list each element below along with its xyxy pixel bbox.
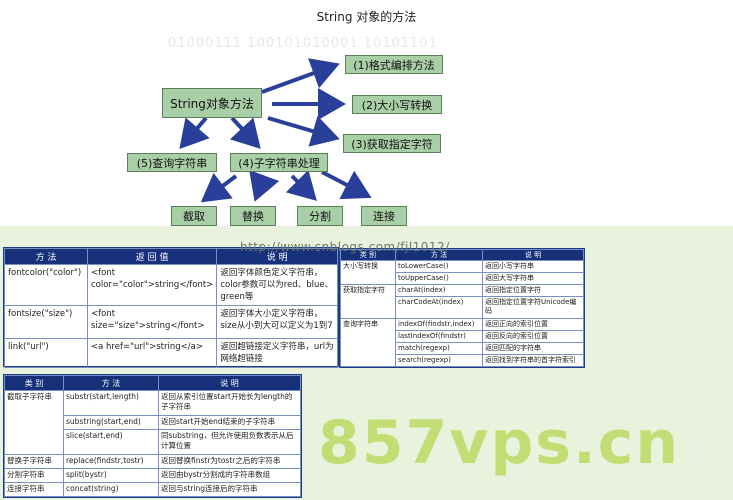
cell-desc: 返回与string连接后的字符串 bbox=[158, 481, 301, 498]
table-row: charCodeAt(index) 返回指定位置字符Unicode编码 bbox=[341, 296, 584, 319]
cell-desc: 返回正向的索引位置 bbox=[482, 317, 584, 331]
cell-category: 获取指定字符 bbox=[340, 284, 396, 319]
col-header: 说 明 bbox=[216, 248, 338, 265]
col-header: 返 回 值 bbox=[86, 248, 218, 265]
root-node: String对象方法 bbox=[162, 88, 262, 118]
cell-desc: 返回字体大小定义字符串，size从小到大可以定义为1到7 bbox=[216, 305, 338, 339]
cell-category: 连接字符串 bbox=[4, 481, 64, 498]
table-row: fontsize("size") <font size="size">strin… bbox=[4, 305, 338, 339]
col-header: 方 法 bbox=[63, 375, 159, 391]
table-row: match(regexp) 返回匹配的字符串 bbox=[341, 341, 584, 355]
cell-desc: 返回字体颜色定义字符串，color参数可以为red、blue、green等 bbox=[216, 264, 338, 306]
cell-method: link("url") bbox=[4, 338, 88, 368]
table-row: 分割字符串 split(bystr) 返回由bystr分割成的字符串数组 bbox=[4, 467, 301, 483]
table-row: fontcolor("color") <font color="color">s… bbox=[4, 264, 338, 306]
cell-method: substr(start,length) bbox=[63, 390, 159, 416]
cell-return: <a href="url">string</a> bbox=[86, 338, 218, 368]
cell-desc: 返回替换finstr为tostr之后的字符串 bbox=[158, 453, 301, 469]
col-header: 说 明 bbox=[482, 249, 584, 261]
cell-return: <font size="size">string</font> bbox=[86, 305, 218, 339]
cell-return: <font color="color">string</font> bbox=[86, 264, 218, 306]
table-row: 查询字符串 indexOf(findstr,index) 返回正向的索引位置 bbox=[340, 317, 584, 368]
cell-category: 替换子字符串 bbox=[4, 453, 64, 469]
cell-desc: 返回小写字符串 bbox=[482, 259, 584, 274]
cell-method: concat(string) bbox=[63, 481, 159, 498]
col-header: 方 法 bbox=[4, 248, 88, 265]
cell-desc: 返回从索引位置start开始长为length的子字符串 bbox=[158, 390, 301, 416]
node-format: (1)格式编排方法 bbox=[345, 55, 443, 74]
table-row: 大小写转换 toLowerCase() 返回小写字符串 bbox=[340, 259, 584, 286]
arrow-to-concat bbox=[321, 170, 372, 200]
cell-desc: 返回start开始end结束的子字符串 bbox=[158, 414, 301, 430]
cell-desc: 返回反向的索引位置 bbox=[482, 329, 584, 343]
node-substring: (4)子字符串处理 bbox=[230, 153, 328, 172]
table-row: search(regexp) 返回找到字符串的首字符索引 bbox=[341, 353, 584, 368]
arrow-to-cut bbox=[200, 172, 238, 203]
cell-desc: 返回指定位置字符 bbox=[482, 284, 584, 298]
col-header: 类 别 bbox=[4, 375, 64, 391]
table-row: 获取指定字符 charAt(index) 返回指定位置字符 bbox=[340, 284, 584, 319]
cell-method: charCodeAt(index) bbox=[395, 296, 483, 319]
cell-desc: 返回找到字符串的首字符索引 bbox=[482, 353, 584, 368]
cell-desc: 返回超链接定义字符串，url为网络超链接 bbox=[216, 338, 338, 368]
cell-method: indexOf(findstr,index) bbox=[395, 317, 483, 331]
arrow-to-char bbox=[267, 115, 340, 147]
cell-desc: 返回大写字符串 bbox=[482, 272, 584, 286]
table-row: toUpperCase() 返回大写字符串 bbox=[341, 272, 584, 286]
cell-category: 查询字符串 bbox=[340, 317, 396, 368]
brand-watermark: 857vps.cn bbox=[318, 408, 681, 478]
arrow-to-substr bbox=[229, 116, 261, 149]
leaf-replace: 替换 bbox=[230, 206, 276, 226]
format-methods-table: 方 法 返 回 值 说 明 fontcolor("color") <font c… bbox=[3, 247, 339, 368]
table-row: link("url") <a href="url">string</a> 返回超… bbox=[4, 338, 338, 368]
diagram-title: String 对象的方法 bbox=[316, 10, 417, 24]
cell-method: charAt(index) bbox=[395, 284, 483, 298]
node-char: (3)获取指定字符 bbox=[343, 134, 441, 153]
binary-watermark: 01000111 100101010001 10101101 bbox=[168, 36, 438, 51]
cell-method: substring(start,end) bbox=[63, 414, 159, 430]
cell-method: match(regexp) bbox=[395, 341, 483, 355]
cell-method: split(bystr) bbox=[63, 467, 159, 483]
table-row: 连接字符串 concat(string) 返回与string连接后的字符串 bbox=[4, 481, 301, 498]
arrow-to-format bbox=[261, 58, 340, 94]
cell-method: lastIndexOf(findstr) bbox=[395, 329, 483, 343]
substring-methods-table: 类 别 方 法 说 明 截取子字符串 substr(start,length) … bbox=[3, 374, 302, 498]
cell-desc: 返回匹配的字符串 bbox=[482, 341, 584, 355]
col-header: 说 明 bbox=[158, 375, 301, 391]
arrow-to-split bbox=[285, 169, 317, 201]
cell-method: fontcolor("color") bbox=[4, 264, 88, 306]
cell-method: search(regexp) bbox=[395, 353, 483, 368]
leaf-concat: 连接 bbox=[361, 206, 407, 226]
case-methods-table: 类 别 方 法 说 明 大小写转换 toLowerCase() 返回小写字符串 … bbox=[339, 248, 585, 368]
cell-category: 截取子字符串 bbox=[4, 390, 64, 455]
arrow-to-replace bbox=[249, 169, 280, 202]
cell-method: fontsize("size") bbox=[4, 305, 88, 339]
cell-category: 大小写转换 bbox=[340, 259, 396, 286]
cell-method: replace(findstr,tostr) bbox=[63, 453, 159, 469]
url-watermark: http://www.cnblogs.com/fjl1012/ bbox=[240, 240, 450, 254]
table-row: 替换子字符串 replace(findstr,tostr) 返回替换finstr… bbox=[4, 453, 301, 469]
cell-desc: 同substring，但允许使用负数表示从后计算位置 bbox=[158, 428, 301, 455]
cell-desc: 返回由bystr分割成的字符串数组 bbox=[158, 467, 301, 483]
diagram-arrows bbox=[179, 58, 372, 203]
cell-method: toUpperCase() bbox=[395, 272, 483, 286]
cell-category: 分割字符串 bbox=[4, 467, 64, 483]
leaf-split: 分割 bbox=[297, 206, 343, 226]
leaf-cut: 截取 bbox=[171, 206, 217, 226]
cell-method: slice(start,end) bbox=[63, 428, 159, 455]
cell-method: toLowerCase() bbox=[395, 259, 483, 274]
table-row: 截取子字符串 substr(start,length) 返回从索引位置start… bbox=[4, 390, 301, 455]
table-row: substring(start,end) 返回start开始end结束的子字符串 bbox=[5, 414, 301, 430]
table-row: slice(start,end) 同substring，但允许使用负数表示从后计… bbox=[5, 428, 301, 455]
node-case: (2)大小写转换 bbox=[352, 95, 442, 114]
arrow-to-query bbox=[179, 116, 210, 150]
cell-desc: 返回指定位置字符Unicode编码 bbox=[482, 296, 584, 319]
node-query: (5)查询字符串 bbox=[127, 153, 217, 172]
